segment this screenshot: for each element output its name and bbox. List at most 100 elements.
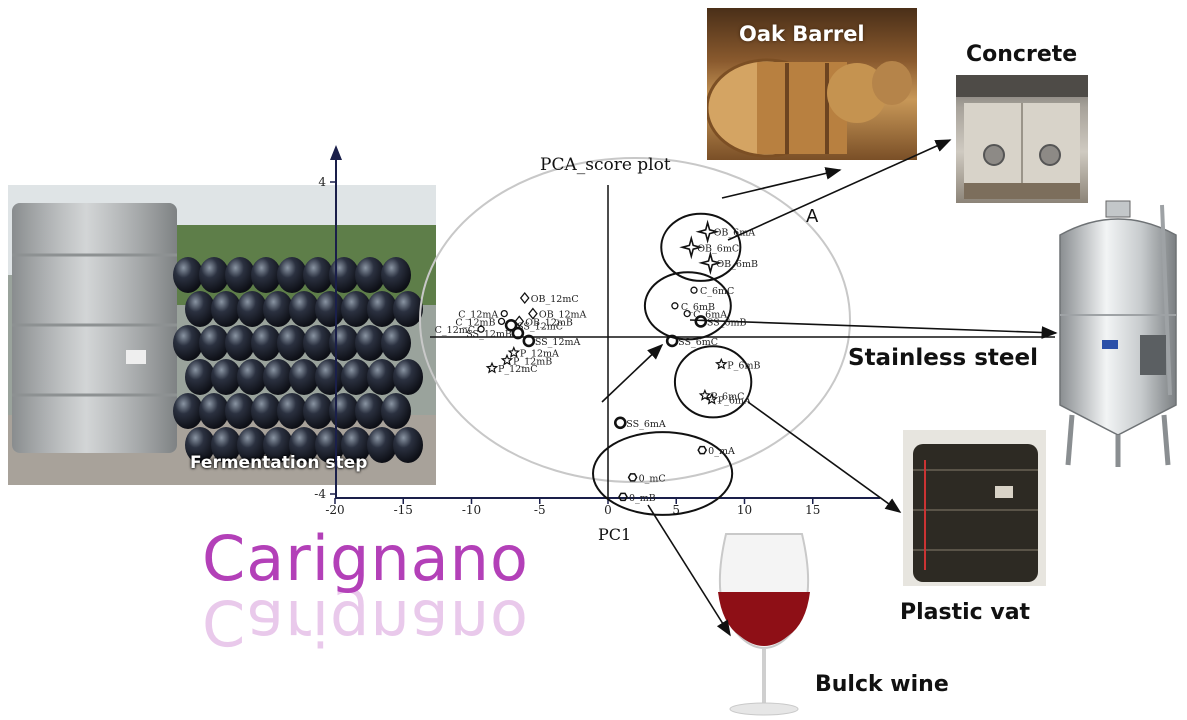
grape xyxy=(237,291,267,327)
data-point xyxy=(698,250,723,275)
data-point xyxy=(690,286,698,294)
grape xyxy=(393,291,423,327)
point-label: C_12mB xyxy=(455,317,495,328)
grapes-cluster xyxy=(173,257,423,463)
grape xyxy=(211,291,241,327)
group-ellipse xyxy=(660,212,742,282)
point-label: 0_mB xyxy=(629,493,656,504)
grape xyxy=(341,291,371,327)
grape xyxy=(303,325,333,361)
point-label: SS_6mB xyxy=(707,317,747,328)
point-label: SS_6mA xyxy=(626,419,666,430)
connector-arrows xyxy=(601,139,1058,637)
point-label: SS_6mC xyxy=(678,337,718,348)
data-point xyxy=(500,309,508,318)
bulk-wine-label: Bulck wine xyxy=(815,672,949,697)
stainless-steel-label: Stainless steel xyxy=(848,345,1038,371)
grape xyxy=(211,427,241,463)
data-point xyxy=(695,219,720,244)
grape xyxy=(263,291,293,327)
x-tick-label: -10 xyxy=(462,503,481,517)
point-label: P_12mC xyxy=(498,364,538,375)
group-ellipse xyxy=(592,431,734,516)
grape xyxy=(393,427,423,463)
grape xyxy=(173,325,203,361)
grape xyxy=(303,257,333,293)
grape xyxy=(393,359,423,395)
grape xyxy=(211,359,241,395)
data-point xyxy=(698,388,712,401)
point-label: 0_mC xyxy=(639,473,666,484)
plastic-vat-photo xyxy=(903,430,1046,586)
grape xyxy=(185,359,215,395)
grape xyxy=(355,325,385,361)
point-label: P_12mA xyxy=(520,349,559,360)
data-point xyxy=(500,353,514,366)
grape xyxy=(199,325,229,361)
oak-barrel-photo: Oak Barrel xyxy=(707,8,917,160)
concrete-tank-illustration xyxy=(956,75,1088,199)
grape xyxy=(303,393,333,429)
data-point xyxy=(679,235,704,260)
x-tick-label: 15 xyxy=(805,503,820,517)
y-tick-label: -4 xyxy=(314,487,326,501)
grape xyxy=(381,325,411,361)
grape xyxy=(277,325,307,361)
data-point xyxy=(705,392,718,405)
point-label: OB_6mC xyxy=(697,243,739,254)
data-point xyxy=(665,334,679,348)
grape xyxy=(173,257,203,293)
group-ellipses xyxy=(592,212,753,516)
point-label: OB_12mB xyxy=(525,317,573,328)
x-tick-label: -5 xyxy=(534,503,546,517)
y-axis-arrow xyxy=(330,145,342,160)
plastic-vat-illustration xyxy=(903,430,1046,586)
grape xyxy=(237,427,267,463)
point-label: P_12mB xyxy=(513,356,552,367)
grape xyxy=(289,427,319,463)
x-tick-label: -20 xyxy=(325,503,344,517)
grape xyxy=(173,393,203,429)
grape xyxy=(199,257,229,293)
data-point xyxy=(697,445,708,455)
grape xyxy=(251,257,281,293)
grape xyxy=(381,257,411,293)
stainless-steel-tank-illustration xyxy=(1059,200,1177,467)
grape xyxy=(315,427,345,463)
data-point xyxy=(714,357,728,370)
fermentation-photo: Fermentation step xyxy=(8,185,436,485)
grape xyxy=(341,427,371,463)
data-points: OB_6mAOB_6mCOB_6mBC_6mCC_6mBC_6mASS_6mBS… xyxy=(435,219,760,504)
group-ellipse xyxy=(673,345,753,419)
grape xyxy=(263,427,293,463)
grape xyxy=(277,393,307,429)
grape xyxy=(225,257,255,293)
point-label: P_6mA xyxy=(718,395,751,406)
grape xyxy=(355,393,385,429)
x-axis-label: PC1 xyxy=(598,525,631,544)
point-label: SS_12mB xyxy=(466,329,512,340)
annotation-a: A xyxy=(806,206,819,227)
connector-arrow xyxy=(727,139,952,241)
point-label: C_6mA xyxy=(693,310,727,321)
data-point xyxy=(514,315,525,328)
y-tick-label: 4 xyxy=(318,175,326,189)
grape xyxy=(381,393,411,429)
data-point xyxy=(528,307,538,320)
connector-arrow xyxy=(747,401,902,513)
point-label: OB_6mB xyxy=(716,259,758,270)
x-tick-label: -15 xyxy=(394,503,413,517)
x-tick-label: 0 xyxy=(604,503,612,517)
point-label: C_6mC xyxy=(700,286,734,297)
x-tick-label: 10 xyxy=(737,503,752,517)
point-label: OB_12mC xyxy=(531,294,579,305)
carignano-title: Carignano xyxy=(202,522,529,595)
oak-barrel-label: Oak Barrel xyxy=(739,22,865,46)
grape xyxy=(263,359,293,395)
grape xyxy=(341,359,371,395)
connector-arrow xyxy=(721,167,842,199)
grape xyxy=(185,427,215,463)
point-label: SS_12mA xyxy=(535,337,581,348)
data-point xyxy=(683,309,691,318)
